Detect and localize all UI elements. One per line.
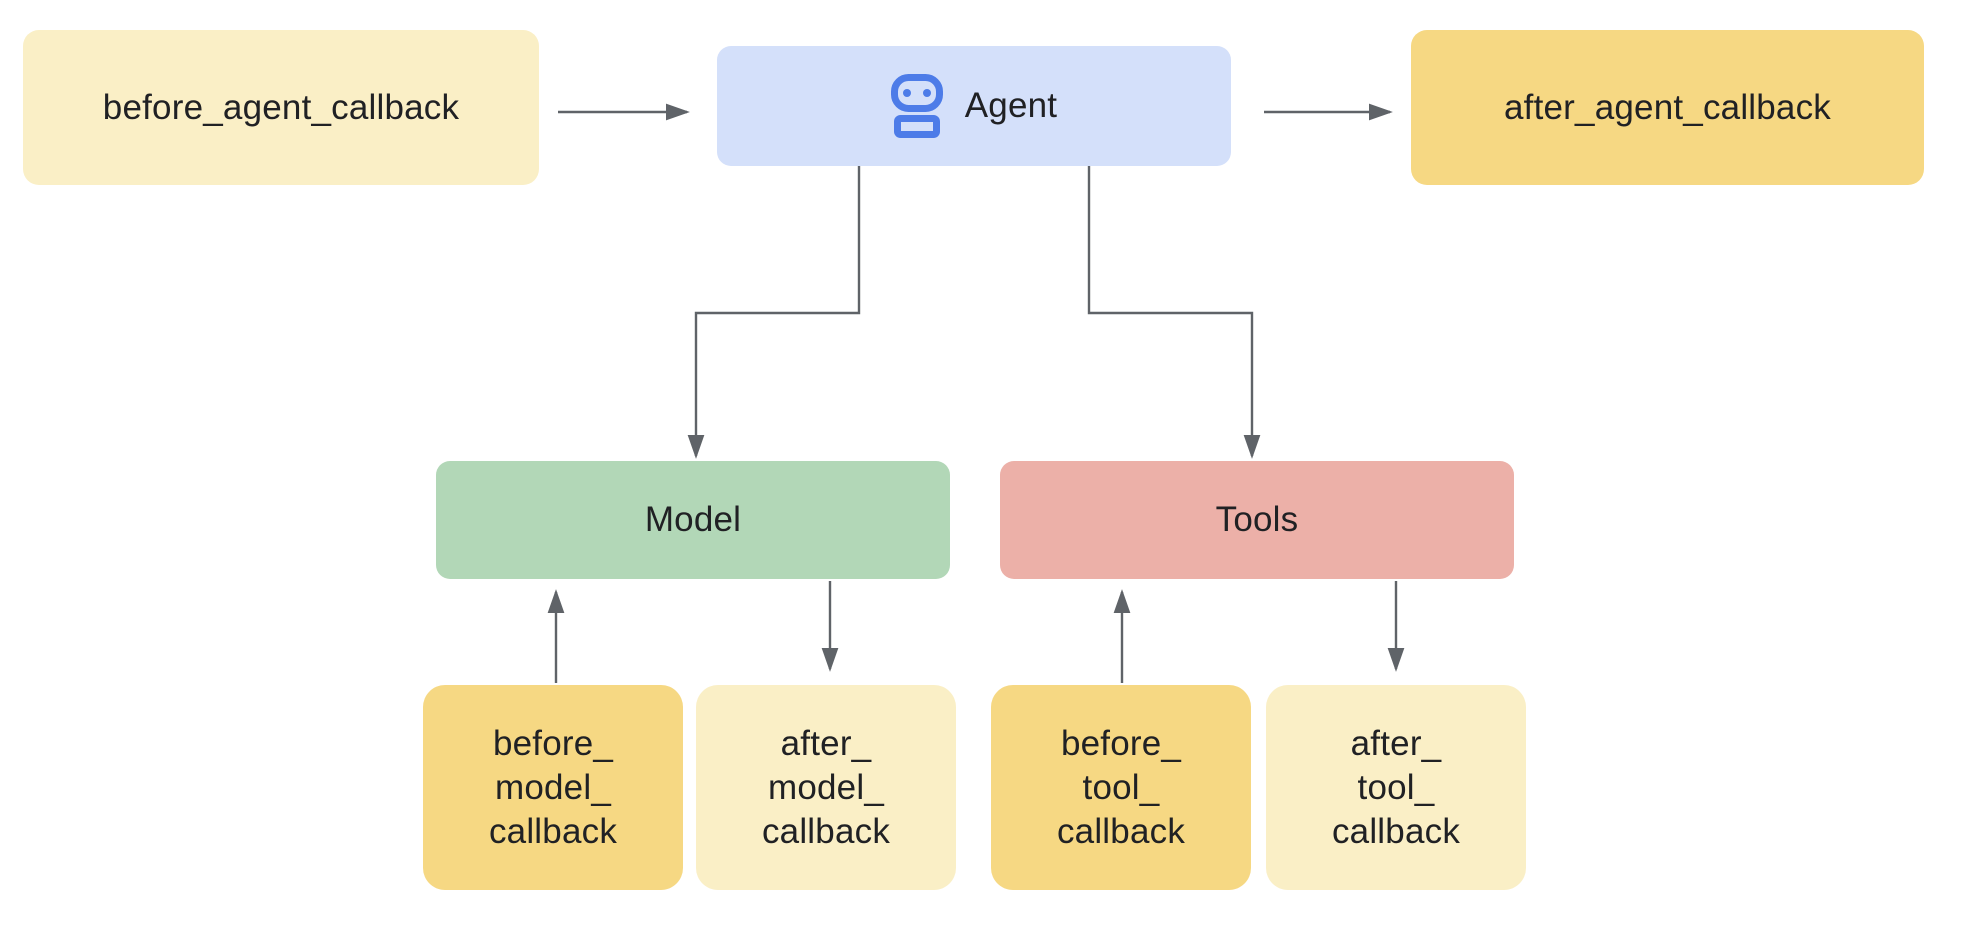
node-label-line: tool_ (1082, 767, 1160, 807)
robot-eye-right (922, 89, 931, 97)
node-agent: Agent (717, 46, 1231, 166)
node-model: Model (436, 461, 950, 579)
node-label-before-agent-callback: before_agent_callback (102, 87, 460, 127)
node-after-tool-callback: after_ tool_ callback (1266, 685, 1526, 890)
node-tools: Tools (1000, 461, 1514, 579)
node-label-line: callback (488, 811, 618, 851)
node-before-tool-callback: before_ tool_ callback (991, 685, 1251, 890)
node-label-line: model_ (768, 767, 884, 807)
node-after-model-callback: after_ model_ callback (696, 685, 956, 890)
robot-body (893, 115, 940, 138)
node-label-line: callback (1056, 811, 1186, 851)
edge-agent-to-model (687, 166, 861, 459)
node-label-line: before_ (1060, 723, 1182, 763)
node-label-tools: Tools (1215, 500, 1299, 539)
node-label-after-agent-callback: after_agent_callback (1504, 87, 1831, 127)
node-label-line: before_ (492, 723, 614, 763)
node-label-line: after_ (1350, 723, 1442, 763)
edge-agent-to-tools (1087, 166, 1261, 459)
node-before-agent-callback: before_agent_callback (23, 30, 539, 185)
node-label-agent: Agent (964, 86, 1058, 125)
node-label-line: after_ (780, 723, 872, 763)
robot-icon (890, 74, 943, 138)
node-label-line: callback (761, 811, 891, 851)
node-label-line: tool_ (1357, 767, 1435, 807)
node-label-model: Model (644, 500, 742, 539)
node-after-agent-callback: after_agent_callback (1411, 30, 1924, 185)
node-label-line: model_ (495, 767, 611, 807)
node-label-line: callback (1331, 811, 1461, 851)
robot-head (890, 74, 943, 112)
robot-eye-left (902, 89, 911, 97)
node-before-model-callback: before_ model_ callback (423, 685, 683, 890)
